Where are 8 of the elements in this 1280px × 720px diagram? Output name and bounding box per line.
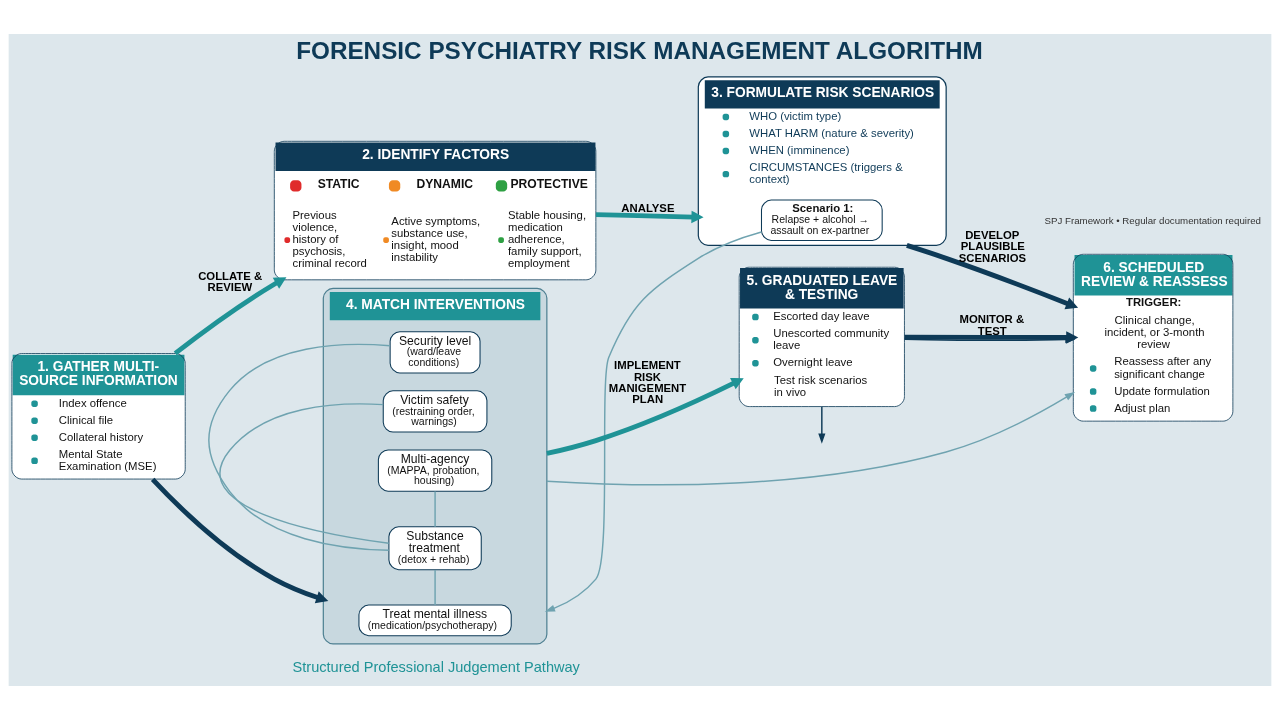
edge-label: COLLATE & REVIEW (198, 269, 263, 293)
edge-label: ANALYSE (621, 201, 675, 214)
label: Structured Professional Judgement Pathway (292, 658, 580, 675)
diagram-title: FORENSIC PSYCHIATRY RISK MANAGEMENT ALGORITHM (296, 37, 983, 65)
edge-label: DEVELOP PLAUSIBLE SCENARIOS (958, 229, 1027, 264)
label: SPJ Framework • Regular documentation required (1044, 215, 1261, 227)
edge-label: MONITOR & TEST (959, 313, 1025, 337)
edge-label: IMPLEMENT RISK MANIGEMENT PLAN (608, 359, 687, 406)
